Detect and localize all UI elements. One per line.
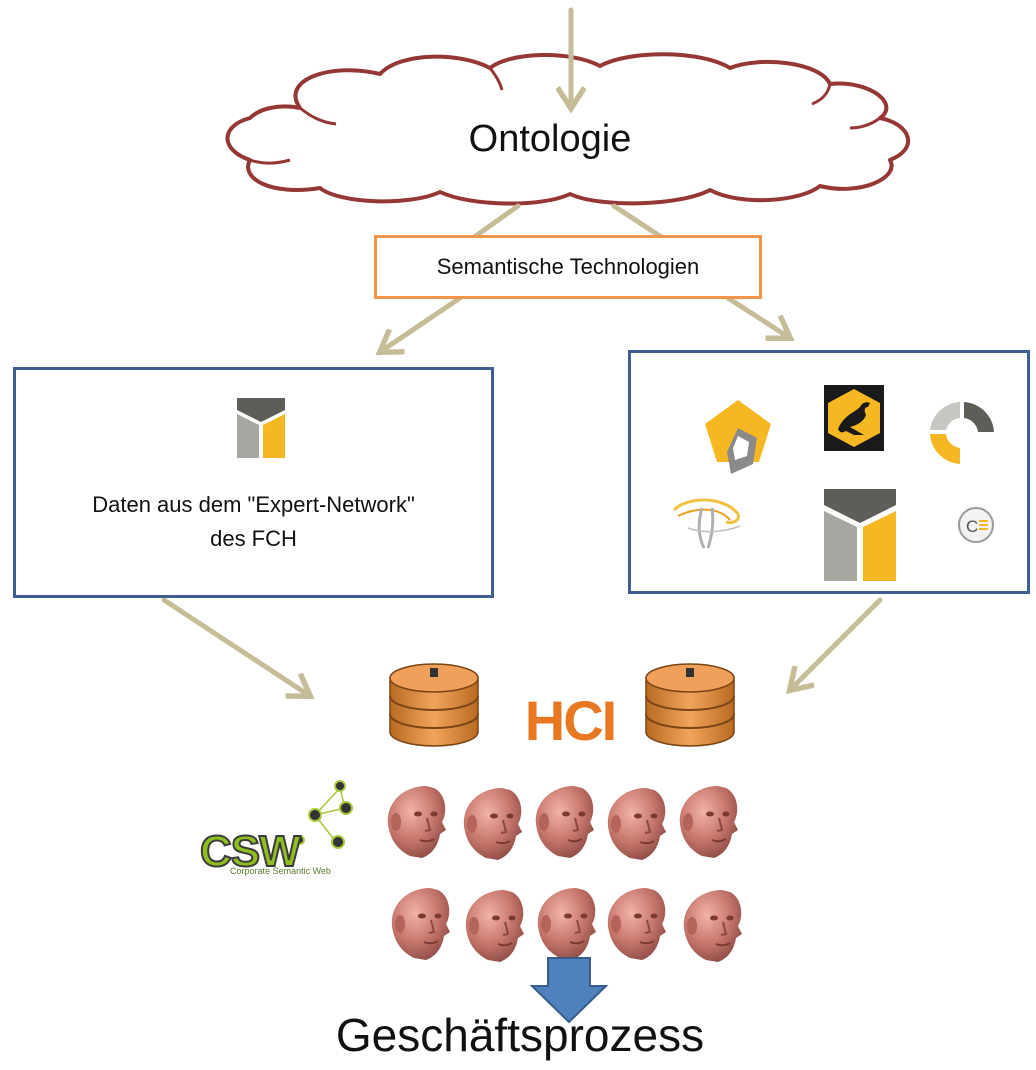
semantic-technologies-label: Semantische Technologien [436,254,700,279]
flow-arrows [161,7,883,696]
head-icon [678,785,739,859]
head-icon [606,787,667,861]
ontology-cloud [225,52,911,206]
arrow-tools-to-hci [790,597,883,690]
head-icon [606,887,667,961]
head-icon [386,785,447,859]
swirl-logo-icon [672,498,741,549]
semantic-technologies-box: Semantische Technologien [374,235,762,299]
expert-network-line2: des FCH [210,526,297,551]
ring-logo-icon [930,402,994,464]
y-logo-large-icon [824,489,896,581]
cloud-stem-right [611,203,669,243]
csw-logo-subtitle: Corporate Semantic Web [230,866,331,876]
arrow-to-data-box [380,295,463,352]
business-process-label: Geschäftsprozess [335,1009,705,1061]
head-icon [534,785,595,859]
head-icon [390,887,451,961]
expert-network-line1: Daten aus dem "Expert-Network" [92,492,415,517]
head-icon [464,889,525,963]
kangaroo-logo-icon [824,385,884,451]
down-arrow-icon [529,957,609,1024]
y-logo-icon [237,398,285,458]
expert-network-text: Daten aus dem "Expert-Network" des FCH [13,488,494,556]
database-right-icon [645,663,735,747]
database-left-icon [389,663,479,747]
head-icon [682,889,743,963]
arrow-to-tools-box [725,295,790,338]
pentagon-logo-icon [705,400,771,474]
csw-logo-text: CSW [200,827,301,876]
user-heads-group [386,785,743,963]
hci-label: HCI [524,689,617,752]
arrow-data-to-hci [161,597,310,696]
cloud-stem-left [467,203,521,243]
ontology-label: Ontologie [468,118,632,160]
c-logo-icon: C [958,507,994,543]
head-icon [536,887,597,961]
head-icon [462,787,523,861]
svg-text:C: C [966,517,978,536]
csw-logo: CSW [199,780,353,877]
